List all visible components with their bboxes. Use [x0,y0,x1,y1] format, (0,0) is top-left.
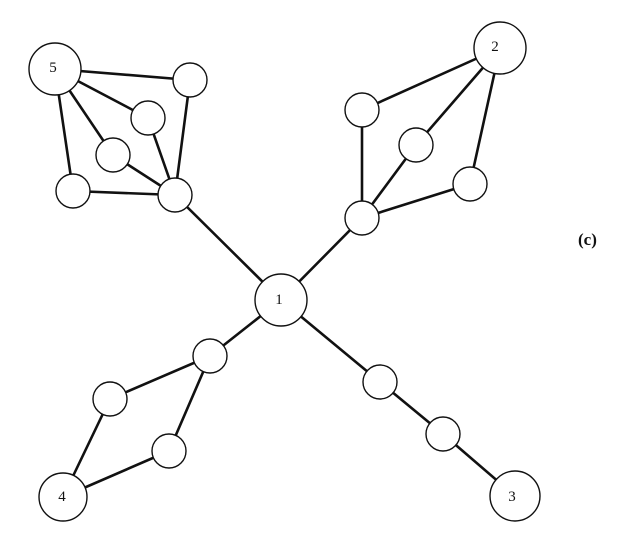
node-label-bottom-right: 3 [508,489,516,505]
node-bl-b [92,381,128,417]
node-tr-d [344,200,380,236]
panel-label: (c) [578,230,597,249]
node-top-right [473,21,527,75]
node-label-top-left: 5 [49,60,57,76]
edge-tr-6 [360,182,472,220]
node-label-top-right: 2 [491,39,499,55]
edge-tl-5 [173,78,192,197]
node-br-a [362,364,398,400]
node-tr-b [398,127,434,163]
edge-bl-1 [108,354,212,401]
node-bl-a [192,338,228,374]
node-bottom-right [489,470,541,522]
node-br-b [425,416,461,452]
node-hub [254,273,308,327]
node-tl-d [55,173,91,209]
node-bottom-left [38,472,88,522]
node-tr-a [344,92,380,128]
nodes: 1 5 2 4 3 [28,21,541,522]
node-label-hub: 1 [275,292,283,308]
node-tl-c [95,137,131,173]
node-label-bottom-left: 4 [58,489,66,505]
node-tl-a [172,62,208,98]
node-tl-e [157,177,193,213]
node-top-left [28,42,82,96]
node-tr-c [452,166,488,202]
node-tl-b [130,100,166,136]
node-bl-c [151,433,187,469]
